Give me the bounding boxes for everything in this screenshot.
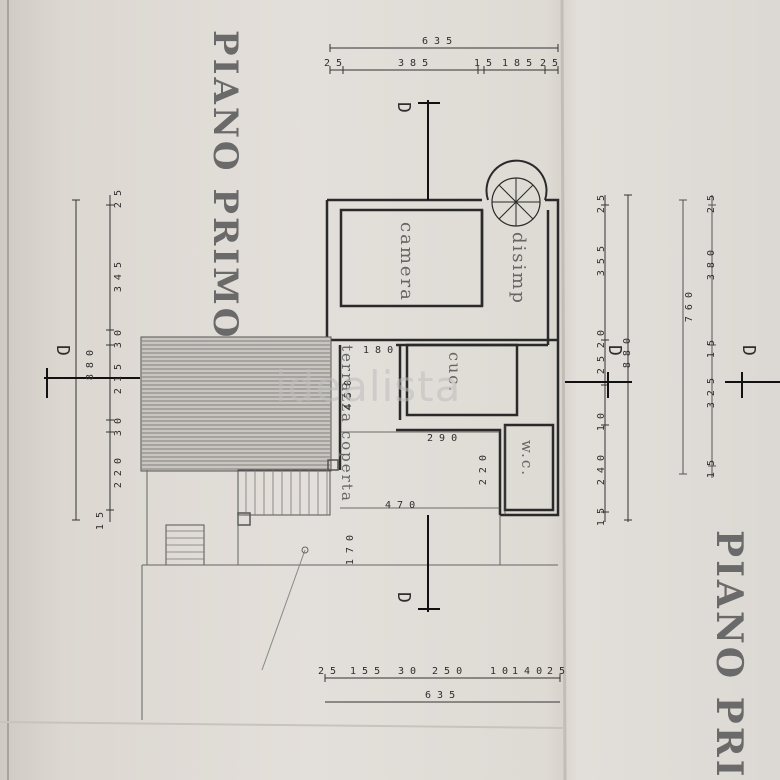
dim-left-part: 3 0 xyxy=(113,330,124,349)
dim-far-right-part: 1 5 xyxy=(706,460,717,479)
section-mark-far-right: D xyxy=(738,345,759,356)
dim-inner-470: 4 7 0 xyxy=(385,500,416,511)
dim-inner-220: 2 2 0 xyxy=(478,455,489,486)
dim-left-part: 2 2 0 xyxy=(113,458,124,489)
dim-top-total: 6 3 5 xyxy=(422,36,453,47)
room-camera: camera xyxy=(396,222,417,302)
dim-left-part: 2 5 xyxy=(113,190,124,209)
room-terrazza: terrazza coperta xyxy=(338,345,356,503)
dim-top-part: 3 8 5 xyxy=(398,58,429,69)
dim-right-total: 8 8 0 xyxy=(622,338,633,369)
dim-bottom-part: 1 4 0 xyxy=(512,666,543,677)
section-mark-top: D xyxy=(393,102,414,113)
dim-left-part: 3 0 xyxy=(113,418,124,437)
dim-bottom-part: 2 5 xyxy=(318,666,337,677)
dim-top-part: 1 5 xyxy=(474,58,493,69)
dim-bottom-part: 2 5 xyxy=(547,666,566,677)
dim-bottom-part: 1 5 5 xyxy=(350,666,381,677)
dim-bottom-part: 3 0 xyxy=(398,666,417,677)
dim-bottom-part: 1 0 xyxy=(490,666,509,677)
dim-right-part: 1 0 xyxy=(596,413,607,432)
dim-left-part: 2 1 5 xyxy=(113,364,124,395)
room-wc: w.c. xyxy=(518,440,536,477)
dim-left-part: 3 4 5 xyxy=(113,262,124,293)
dim-far-right-part: 2 5 xyxy=(706,195,717,214)
dim-right-part: 2 5 xyxy=(596,195,607,214)
dim-top-part: 1 8 5 xyxy=(502,58,533,69)
room-cucina: cuc. xyxy=(445,352,464,394)
dim-right-part: 2 5 xyxy=(596,356,607,375)
dim-left-part: 1 5 xyxy=(95,512,106,531)
dim-inner-170: 1 7 0 xyxy=(345,535,356,566)
title-left-line1: PIANO PRIMO xyxy=(205,30,245,341)
watermark: idealista xyxy=(275,362,462,411)
dim-right-part: 1 5 xyxy=(596,508,607,527)
dim-left-total: 8 8 0 xyxy=(85,350,96,381)
dim-bottom-total: 6 3 5 xyxy=(425,690,456,701)
room-disimp: disimp xyxy=(508,232,529,305)
dim-inner-290: 2 9 0 xyxy=(427,433,458,444)
dim-top-part: 2 5 xyxy=(324,58,343,69)
section-mark-left: D xyxy=(52,345,73,356)
dim-right-part: 2 4 0 xyxy=(596,455,607,486)
section-mark-right: D xyxy=(604,345,625,356)
dim-far-right-part: 3 8 0 xyxy=(706,250,717,281)
dim-far-right-part: 3 2 5 xyxy=(706,378,717,409)
dim-inner-180: 1 8 0 xyxy=(363,345,394,356)
dim-top-part: 2 5 xyxy=(540,58,559,69)
dim-right-part: 3 5 5 xyxy=(596,246,607,277)
dim-far-right-part: 1 5 xyxy=(706,340,717,359)
dim-bottom-part: 2 5 0 xyxy=(432,666,463,677)
title-right: PIANO PRI xyxy=(708,530,750,778)
dim-far-right-total: 7 6 0 xyxy=(684,292,695,323)
dim-right-part: 2 0 xyxy=(596,330,607,349)
section-mark-bottom: D xyxy=(393,592,414,603)
